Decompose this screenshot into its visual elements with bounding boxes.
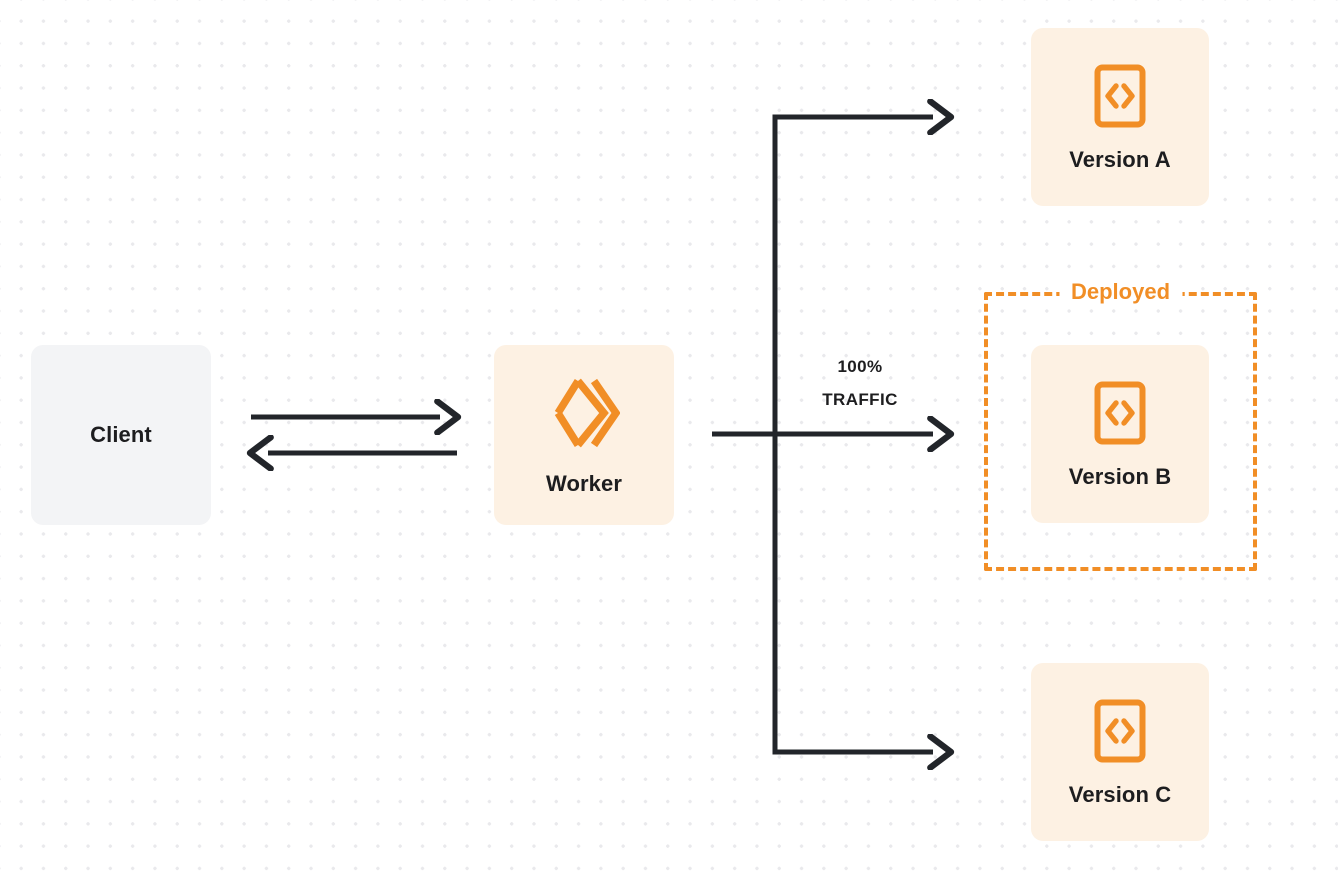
deployed-group-label: Deployed: [1058, 279, 1183, 306]
code-file-icon: [1093, 698, 1147, 764]
node-version-c[interactable]: Version C: [1031, 663, 1209, 841]
node-version-c-label: Version C: [1068, 782, 1172, 807]
node-version-a-label: Version A: [1069, 147, 1171, 172]
cloudflare-workers-logo-icon: [548, 375, 620, 451]
deployed-group-frame: Deployed: [984, 279, 1257, 571]
node-worker-label: Worker: [546, 471, 622, 496]
code-file-icon: [1093, 63, 1147, 129]
code-file-icon: [1093, 380, 1147, 446]
traffic-percent: 100%: [837, 357, 883, 376]
node-client-label: Client: [90, 422, 152, 447]
traffic-label: 100% TRAFFIC: [790, 350, 930, 416]
traffic-unit: TRAFFIC: [822, 390, 898, 410]
node-version-a[interactable]: Version A: [1031, 28, 1209, 206]
node-worker[interactable]: Worker: [494, 345, 674, 525]
node-client[interactable]: Client: [31, 345, 211, 525]
node-version-b-label: Version B: [1068, 464, 1172, 489]
node-version-b[interactable]: Version B: [1031, 345, 1209, 523]
